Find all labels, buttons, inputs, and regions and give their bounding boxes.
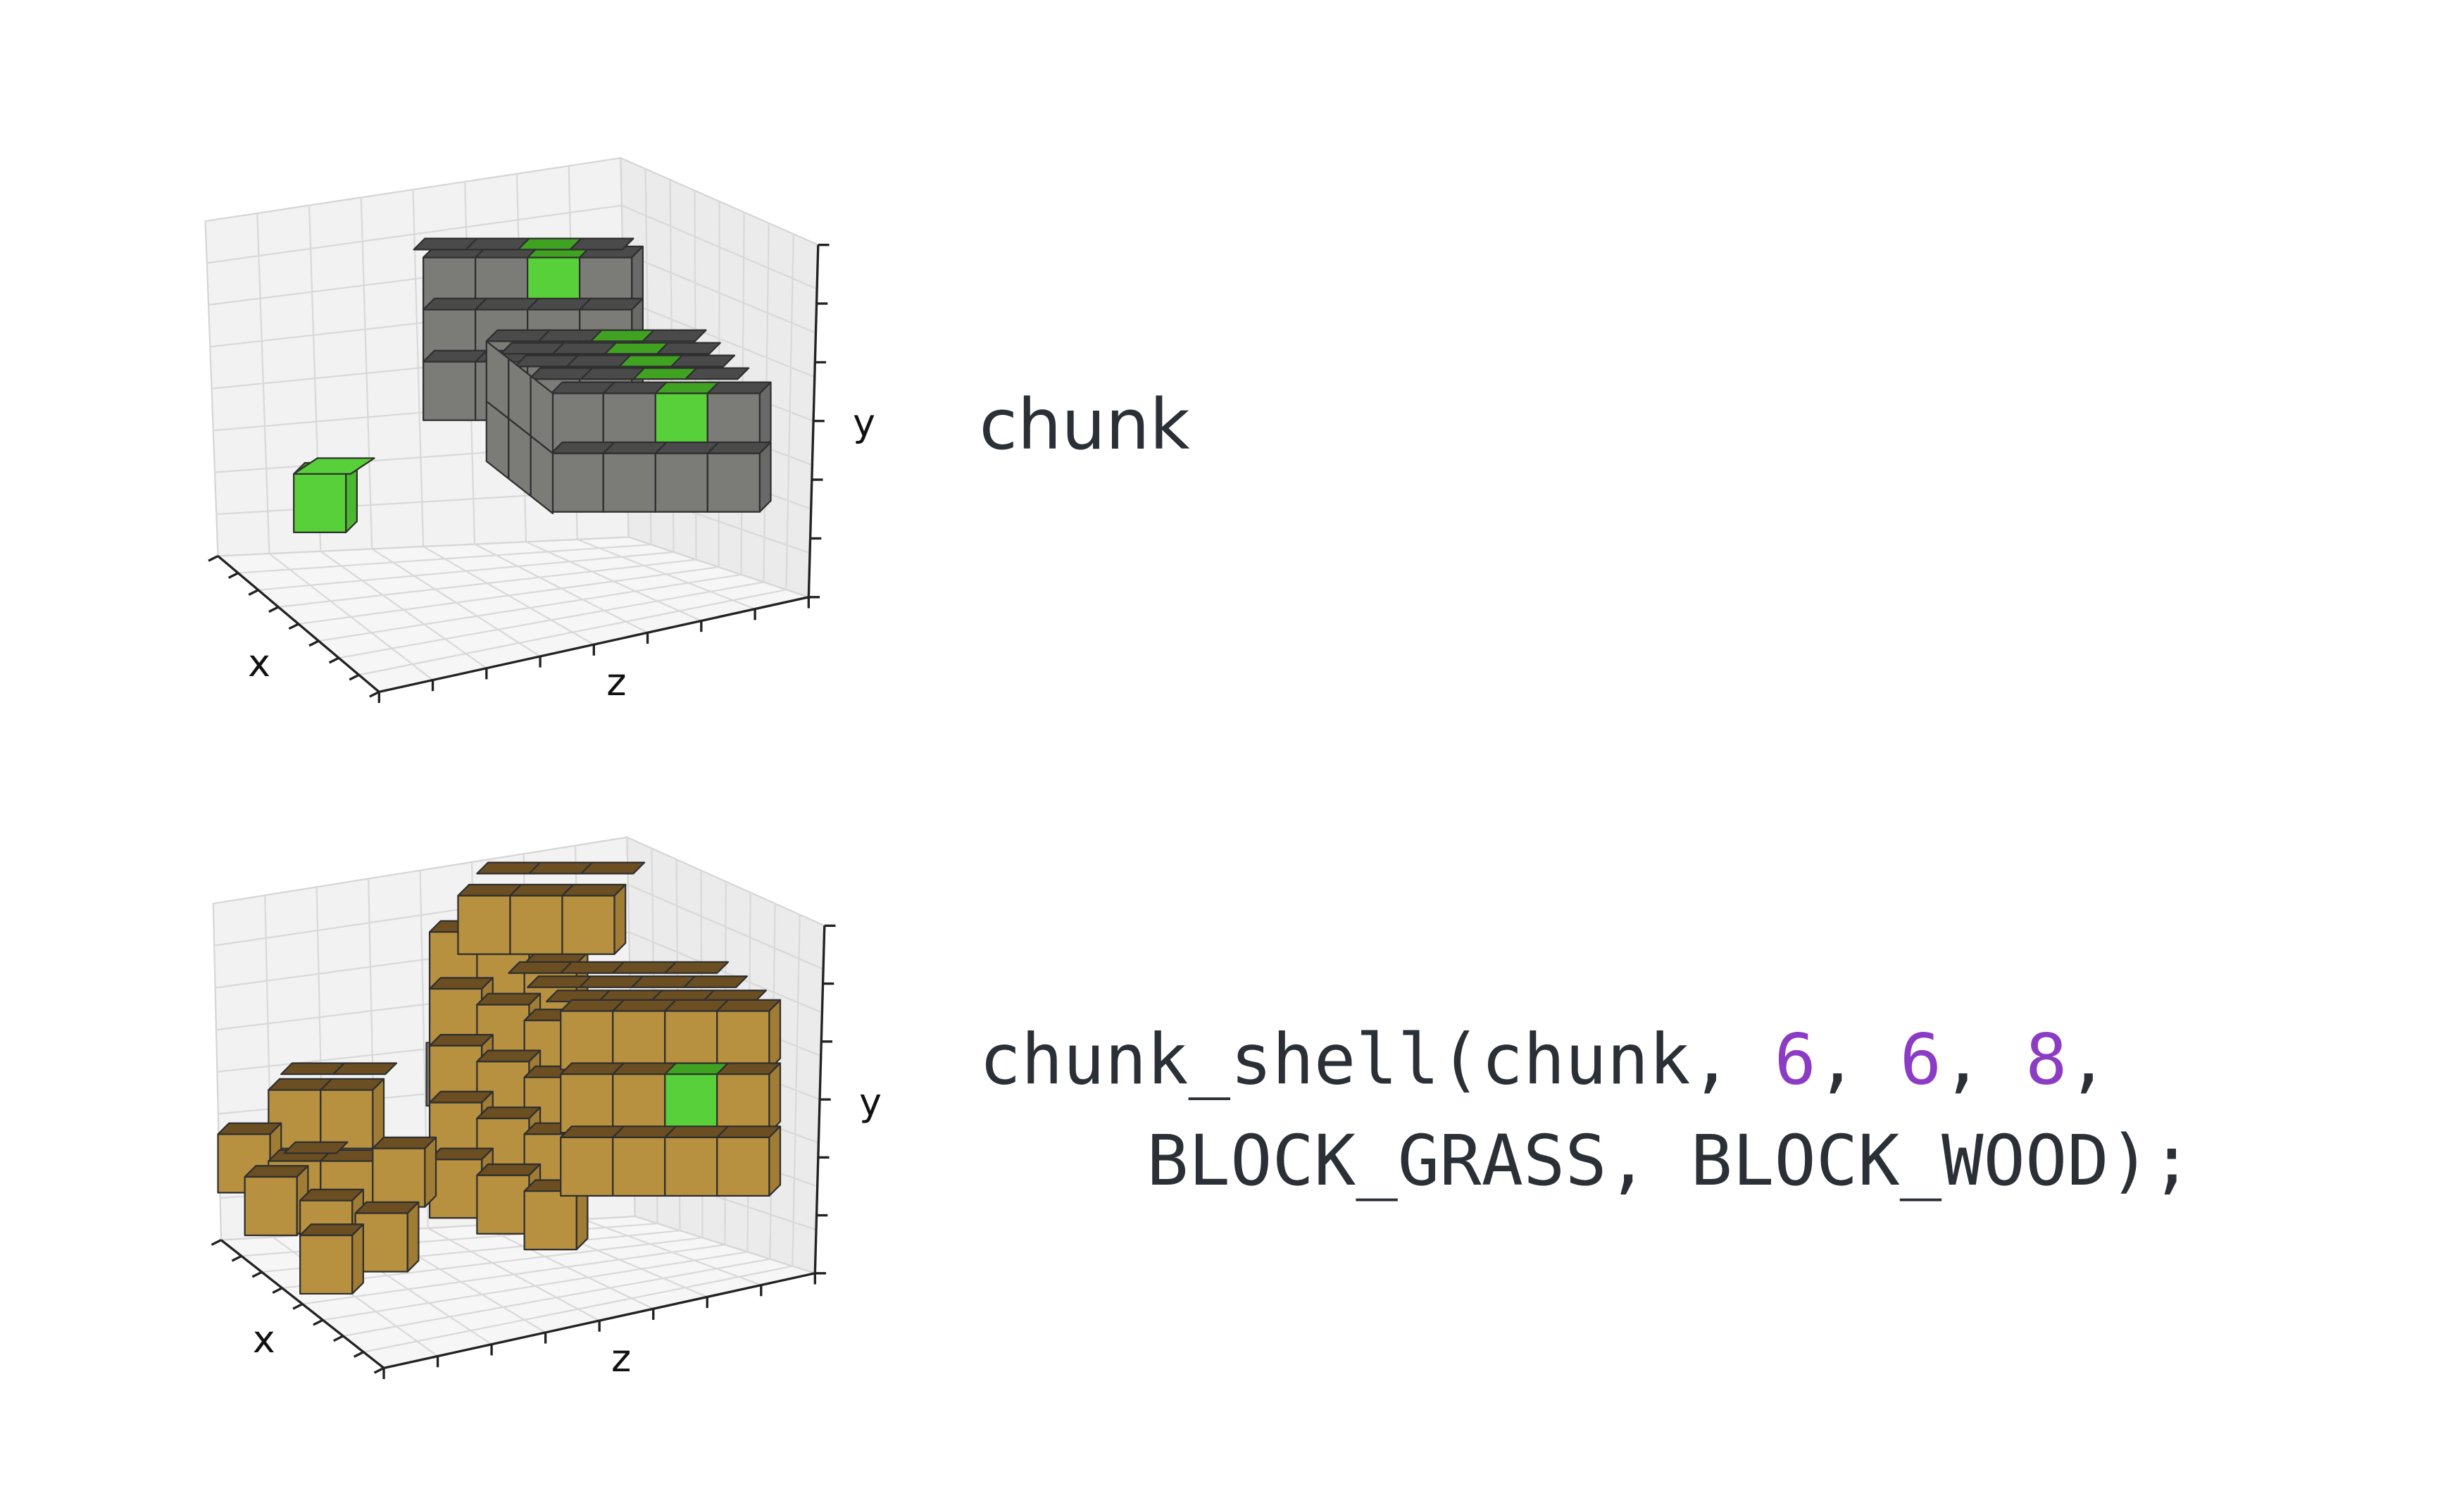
top-front-voxel-1-3-front — [706, 452, 761, 513]
bottom-z-axis-line — [383, 1272, 815, 1369]
top-z-axis-label: z — [606, 660, 626, 704]
bottom-block-front-0-3-front — [716, 1010, 770, 1071]
bottom-plus-voxel-1-front — [320, 1089, 374, 1149]
bottom-block-side-4-2-front — [523, 1190, 577, 1251]
top-step-roof-2-3 — [670, 354, 736, 368]
bottom-crown-voxel-1-front — [509, 894, 563, 955]
bottom-block-front-0-1-front — [612, 1010, 666, 1071]
top-y-axis-label: y — [853, 401, 875, 445]
bottom-plus-voxel-9-front — [299, 1234, 354, 1295]
bottom-block-front-2-3-front — [716, 1136, 770, 1197]
top-z-axis-line — [378, 596, 809, 694]
code-arg-3: 8 — [2025, 1020, 2068, 1102]
bottom-block-front-0-2-front — [664, 1010, 718, 1071]
bottom-crown-voxel-2-side — [613, 883, 627, 955]
bottom-plus-voxel-8-side — [406, 1201, 420, 1273]
bottom-block-roof-1-3 — [683, 975, 749, 988]
top-x-axis-label: x — [248, 641, 270, 685]
bottom-plus-roof-b — [332, 1062, 398, 1075]
code-arg-1: 6 — [1774, 1020, 1816, 1102]
top-step-side-1-2 — [530, 435, 554, 515]
bottom-block-front-1-3-front — [716, 1073, 770, 1134]
bottom-block-front-1-3-side — [768, 1062, 782, 1134]
bottom-plus-voxel-6-front — [244, 1175, 298, 1237]
bottom-block-side-4-0-front — [428, 1159, 483, 1219]
bottom-block-front-2-2-front — [664, 1136, 718, 1197]
chunk-shell-call-line-2: BLOCK_GRASS, BLOCK_WOOD); — [979, 1121, 2193, 1202]
bottom-block-front-2-0-front — [560, 1136, 614, 1197]
top-y-axis-line — [807, 244, 820, 597]
bottom-block-front-2-1-front — [612, 1136, 666, 1197]
bottom-z-axis-label: z — [611, 1336, 631, 1380]
code-separator-1: , — [1815, 1020, 1900, 1102]
code-separator-2: , — [1941, 1020, 2026, 1102]
top-axis-ticks — [208, 243, 830, 704]
bottom-x-axis-label: x — [253, 1317, 275, 1361]
top-voxel-blocks — [293, 237, 772, 533]
chunk-caption: chunk — [979, 385, 1190, 466]
bottom-plus-voxel-9-side — [351, 1223, 364, 1295]
bottom-block-front-0-3-side — [768, 999, 782, 1071]
bottom-crown-voxel-2-front — [561, 894, 615, 955]
bottom-voxel-blocks — [217, 861, 782, 1295]
bottom-axis-ticks — [211, 924, 836, 1380]
bottom-x-axis-line — [220, 1239, 385, 1369]
bottom-block-front-2-3-side — [768, 1125, 782, 1197]
bottom-block-front-1-1-front — [612, 1073, 666, 1134]
isolated-green-voxel-cap — [293, 457, 375, 475]
bottom-block-front-1-0-front — [560, 1073, 614, 1134]
code-call-prefix: chunk_shell(chunk, — [979, 1020, 1775, 1102]
bottom-plus-voxel-5-front — [372, 1147, 426, 1208]
top-step-roof-0-3 — [642, 329, 707, 342]
bottom-block-front-0-0-front — [560, 1010, 614, 1071]
bottom-block-side-4-1-front — [476, 1174, 530, 1235]
code-arg-2: 6 — [1899, 1020, 1942, 1102]
chunk-shell-call-line-1: chunk_shell(chunk, 6, 6, 8, — [980, 1011, 2109, 1112]
top-step-roof-1-3 — [656, 342, 721, 355]
bottom-block-roof-0-3 — [664, 961, 730, 974]
top-x-axis-line — [217, 555, 380, 693]
bottom-plus-roof-c — [283, 1141, 349, 1154]
code-line1-suffix: , — [2067, 1020, 2109, 1102]
top-back-roof-3 — [569, 237, 634, 251]
bottom-crown-voxel-0-front — [457, 894, 511, 955]
bottom-y-axis-label: y — [859, 1080, 882, 1124]
bottom-y-axis-line — [813, 925, 826, 1273]
bottom-plus-voxel-5-side — [424, 1136, 437, 1208]
bottom-crown-roof-2 — [580, 861, 646, 875]
bottom-block-front-1-2-front — [664, 1073, 718, 1134]
top-step-roof-3-3 — [684, 367, 750, 380]
